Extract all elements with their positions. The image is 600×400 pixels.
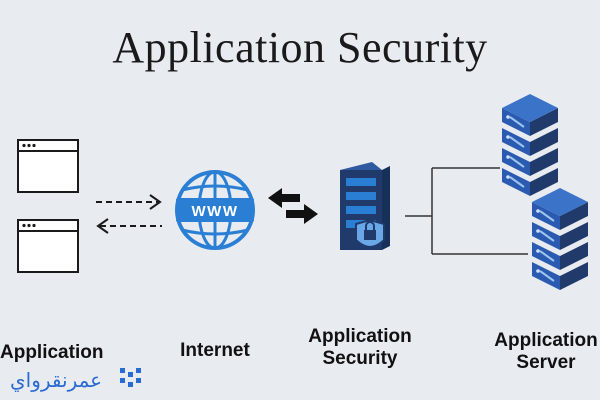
watermark-logo-icon <box>120 368 141 387</box>
request-response-arrows <box>96 194 162 234</box>
label-application: Application <box>0 342 104 363</box>
server-unit-icon <box>502 148 558 176</box>
globe-www-icon <box>175 170 255 250</box>
label-application-server: Application Server <box>486 330 600 374</box>
browser-window-icon <box>17 139 79 193</box>
server-unit-icon <box>532 262 588 290</box>
diagram-title: Application Security <box>112 23 488 72</box>
watermark-text: عمرنقرواي <box>10 368 103 392</box>
label-application-security: Application Security <box>300 326 420 370</box>
swap-arrows-icon <box>268 188 318 224</box>
label-application-security-line2: Security <box>322 348 398 369</box>
server-unit-icon <box>532 188 588 230</box>
server-stack-icon <box>502 94 588 290</box>
server-unit-icon <box>502 94 558 136</box>
server-unit-icon <box>532 242 588 270</box>
connector-lines <box>405 167 528 255</box>
label-application-server-line2: Server <box>516 352 576 373</box>
label-internet: Internet <box>180 340 250 361</box>
browser-window-icon <box>17 219 79 273</box>
label-application-server-line1: Application <box>494 330 598 351</box>
label-application-security-line1: Application <box>308 326 412 347</box>
server-unit-icon <box>502 168 558 196</box>
server-unit-icon <box>532 222 588 250</box>
secure-server-icon <box>340 162 390 250</box>
server-unit-icon <box>502 128 558 156</box>
globe-www-text: WWW <box>192 203 239 220</box>
